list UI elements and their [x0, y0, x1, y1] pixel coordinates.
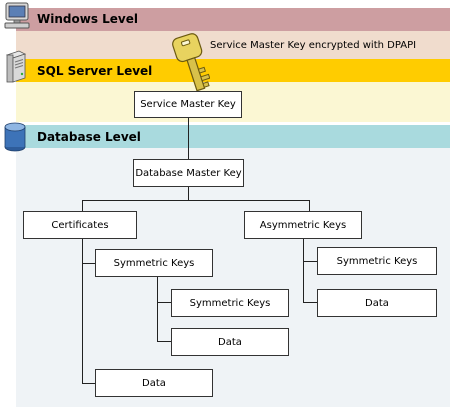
cert-data-box: Data	[95, 369, 213, 397]
nested-symmetric-keys-box: Symmetric Keys	[171, 289, 289, 317]
connector	[82, 200, 83, 212]
nested-data-box: Data	[171, 328, 289, 356]
database-icon	[4, 122, 26, 152]
connector	[303, 261, 318, 262]
certificates-box: Certificates	[23, 211, 137, 239]
asymmetric-keys-box: Asymmetric Keys	[244, 211, 362, 239]
server-icon	[5, 50, 27, 83]
connector	[309, 200, 310, 212]
windows-level-body	[16, 31, 450, 59]
windows-level-header	[16, 8, 450, 31]
windows-level-title: Windows Level	[37, 12, 138, 26]
dpapi-caption: Service Master Key encrypted with DPAPI	[210, 40, 417, 51]
database-master-key-box: Database Master Key	[133, 159, 244, 187]
asym-symmetric-keys-box: Symmetric Keys	[317, 247, 437, 275]
connector	[188, 117, 189, 160]
key-icon	[172, 33, 210, 92]
database-level-header	[16, 125, 450, 148]
connector	[82, 200, 310, 201]
sql-level-title: SQL Server Level	[37, 64, 153, 78]
connector	[82, 238, 83, 384]
database-level-title: Database Level	[37, 130, 141, 144]
computer-icon	[4, 2, 30, 29]
asym-data-box: Data	[317, 289, 437, 317]
connector	[157, 276, 158, 342]
connector	[157, 341, 172, 342]
connector	[157, 302, 172, 303]
service-master-key-box: Service Master Key	[134, 91, 242, 118]
sql-level-header	[16, 59, 450, 82]
connector	[82, 383, 96, 384]
connector	[303, 302, 318, 303]
connector	[188, 186, 189, 201]
database-level-body	[16, 148, 450, 407]
connector	[82, 263, 96, 264]
connector	[303, 238, 304, 303]
cert-symmetric-keys-box: Symmetric Keys	[95, 249, 213, 277]
